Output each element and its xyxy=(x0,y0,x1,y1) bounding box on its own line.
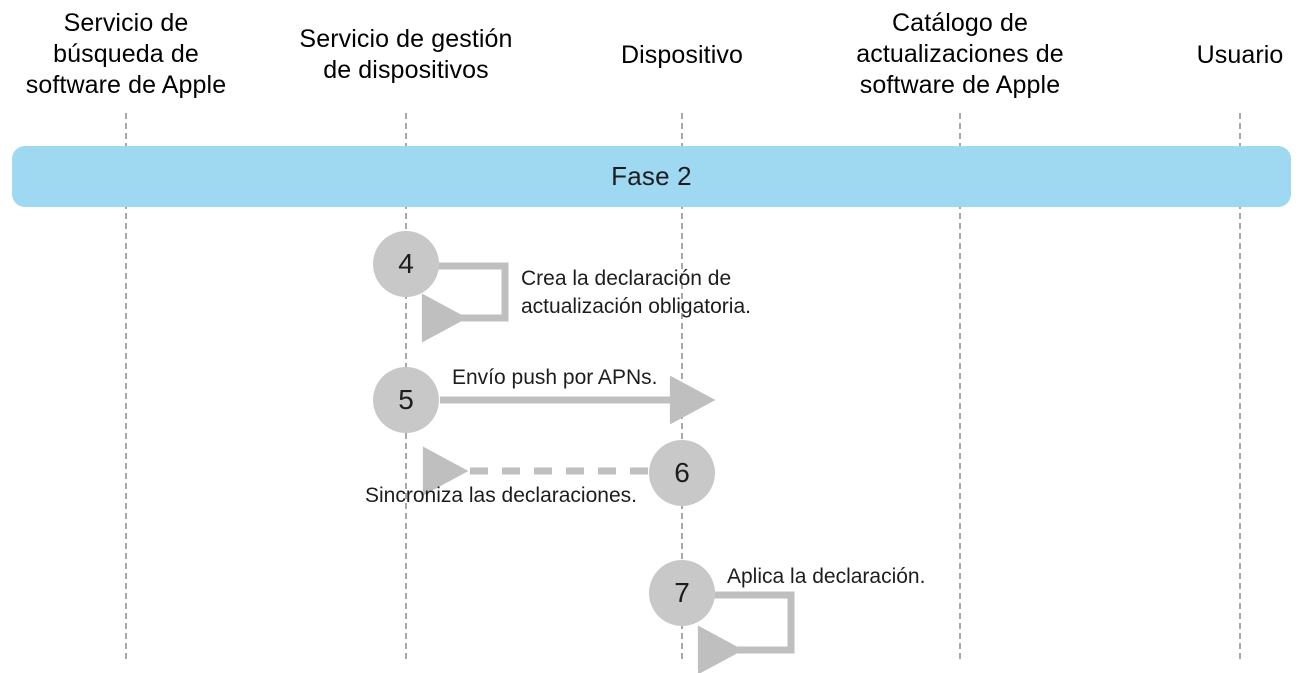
message-label-step-6: Sincroniza las declaraciones. xyxy=(365,484,637,507)
actor-header-device: Dispositivo xyxy=(621,41,743,69)
step-number-4: 4 xyxy=(398,248,414,279)
step-circle-5: 5 xyxy=(373,367,439,433)
step-circle-4: 4 xyxy=(373,231,439,297)
step-circle-7: 7 xyxy=(649,560,715,626)
lifeline-apple-software-lookup-service xyxy=(125,113,129,659)
lifeline-apple-software-update-catalog xyxy=(959,113,963,659)
message-label-step-5: Envío push por APNs. xyxy=(452,366,658,389)
actor-header-apple-software-update-catalog: Catálogo de actualizaciones de software … xyxy=(856,9,1064,99)
step-number-6: 6 xyxy=(674,457,690,488)
phase-banner: Fase 2 xyxy=(12,146,1291,207)
lifeline-user xyxy=(1239,113,1243,659)
step-number-5: 5 xyxy=(398,384,414,415)
phase-banner-label: Fase 2 xyxy=(611,161,692,191)
actor-header-device-management-service: Servicio de gestión de dispositivos xyxy=(299,25,513,84)
step-circle-6: 6 xyxy=(649,440,715,506)
message-label-step-7: Aplica la declaración. xyxy=(727,565,926,588)
step-number-7: 7 xyxy=(674,577,690,608)
message-arrow-step-7 xyxy=(697,591,795,673)
actor-header-apple-software-lookup-service: Servicio de búsqueda de software de Appl… xyxy=(25,9,227,99)
actor-header-user: Usuario xyxy=(1196,41,1284,69)
message-label-step-4: Crea la declaración de actualización obl… xyxy=(521,267,751,318)
